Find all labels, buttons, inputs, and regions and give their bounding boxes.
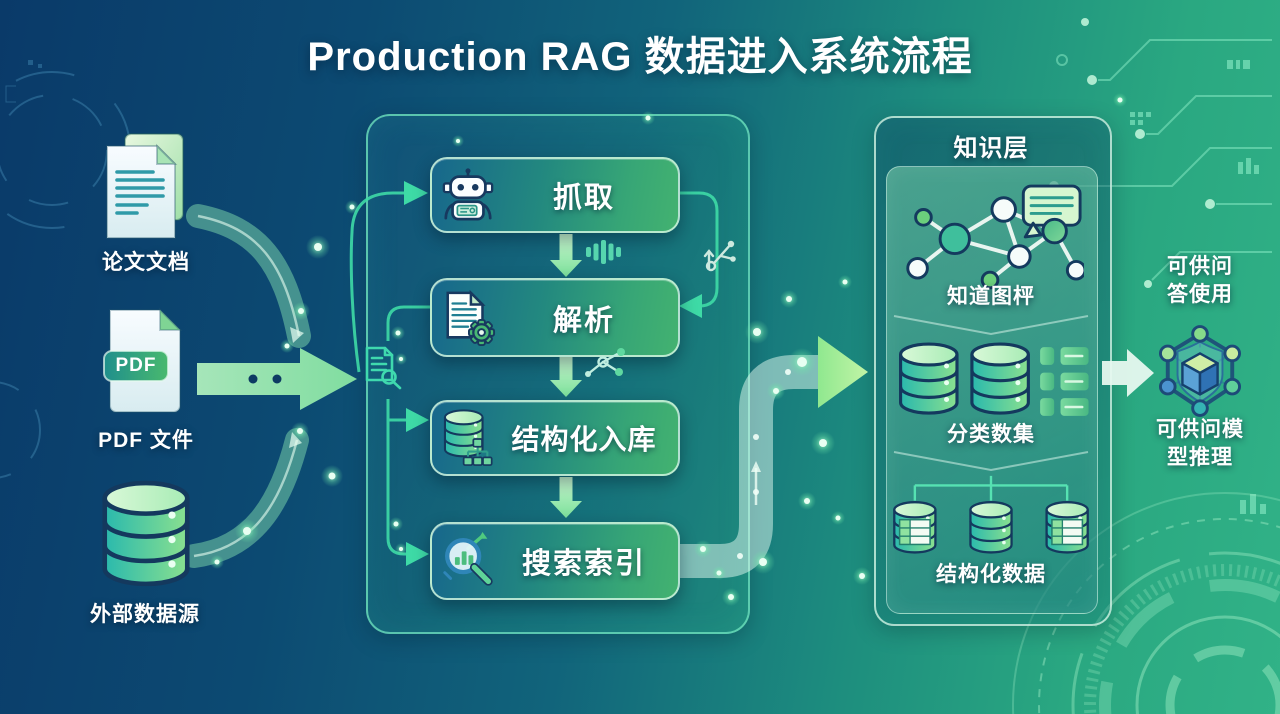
source-curve-top xyxy=(186,204,311,348)
output-arrow xyxy=(1102,349,1154,397)
database-tree-icon xyxy=(432,409,504,467)
step-index: 搜索索引 xyxy=(430,522,680,600)
knowledge-label-structured: 结构化数据 xyxy=(936,563,1046,586)
pdf-file-icon: PDF xyxy=(102,306,188,418)
knowledge-title: 知识层 xyxy=(953,135,1029,162)
knowledge-graph-icon xyxy=(898,176,1084,292)
datasets-icon xyxy=(897,342,1089,421)
s-curve-arrowhead xyxy=(818,336,868,408)
database-icon xyxy=(100,480,192,590)
source-label-external: 外部数据源 xyxy=(90,603,200,626)
arrow-crawl-to-parse xyxy=(550,234,582,277)
search-trend-icon xyxy=(432,531,504,591)
step-label-crawl: 抓取 xyxy=(552,182,615,214)
step-parse: 解析 xyxy=(430,278,680,357)
glow-particles xyxy=(210,93,1127,606)
output-qa-label: 可供问答使用 xyxy=(1167,255,1233,306)
crawl-parse-loop xyxy=(676,191,719,308)
cube-network-icon xyxy=(1158,324,1242,418)
document-gear-icon xyxy=(432,289,504,346)
step-crawl: 抓取 xyxy=(430,157,680,233)
structured-tables-icon xyxy=(891,474,1091,573)
arrow-parse-to-store xyxy=(550,357,582,397)
mini-network-icon xyxy=(584,344,632,382)
s-curve-flow xyxy=(661,355,835,578)
output-inference-label: 可供问模型推理 xyxy=(1156,418,1244,469)
waveform-icon xyxy=(584,238,624,266)
step-label-index: 搜索索引 xyxy=(521,548,646,580)
entry-line xyxy=(349,191,404,373)
scatter-branch-icon xyxy=(700,226,736,274)
step-label-parse: 解析 xyxy=(552,304,615,337)
source-label-pdf: PDF 文件 xyxy=(98,429,194,452)
step-store: 结构化入库 xyxy=(430,400,680,476)
paper-documents-icon xyxy=(95,132,195,244)
knowledge-label-datasets: 分类数集 xyxy=(947,423,1035,446)
robot-icon xyxy=(432,167,504,223)
page-title: Production RAG 数据进入系统流程 xyxy=(307,35,973,79)
pdf-badge-label: PDF xyxy=(115,355,157,376)
step-label-store: 结构化入库 xyxy=(511,424,657,455)
source-label-papers: 论文文档 xyxy=(102,251,190,274)
knowledge-label-graph: 知道图枰 xyxy=(947,285,1035,308)
doc-search-icon xyxy=(362,344,402,392)
arrow-store-to-index xyxy=(550,477,582,518)
